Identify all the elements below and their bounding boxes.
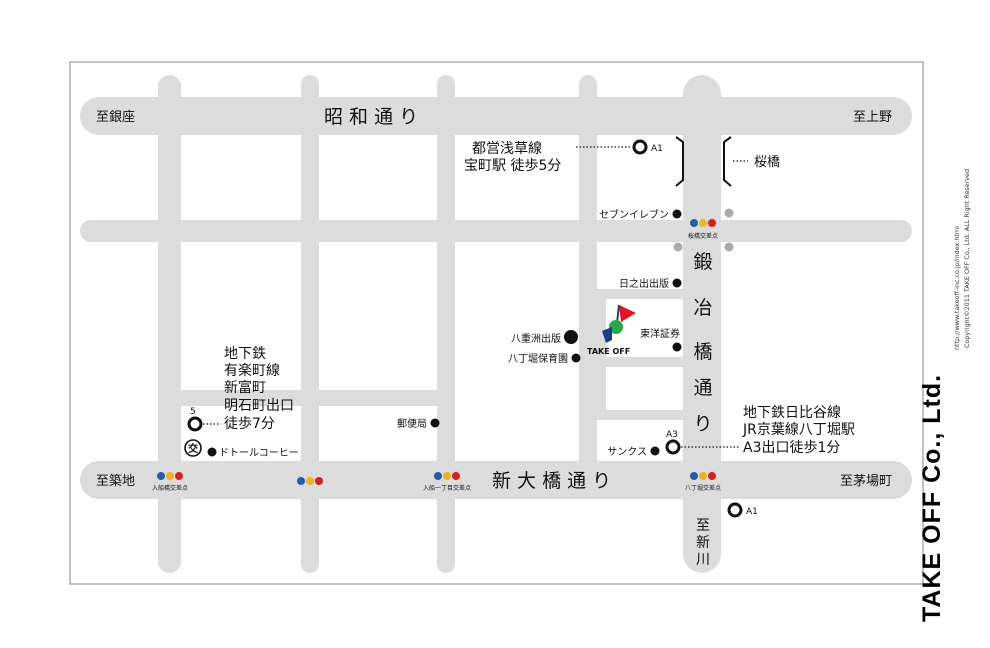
flag-blue-icon (602, 327, 612, 343)
svg-text:八重洲出版: 八重洲出版 (511, 332, 561, 345)
svg-text:入船一丁目交差点: 入船一丁目交差点 (423, 484, 471, 492)
station-exit-icon (632, 139, 648, 155)
landmark-nursery: 八丁堀保育園 (508, 352, 581, 365)
svg-text:鍛: 鍛 (693, 251, 712, 273)
svg-text:日之出出版: 日之出出版 (619, 277, 669, 290)
traffic-signal-irifune-itchome: 入船一丁目交差点 (423, 472, 471, 492)
landmark-sunkus: サンクス (607, 446, 660, 458)
sakurabashi-label: 桜橋 (754, 155, 780, 170)
svg-text:宝町駅 徒歩5分: 宝町駅 徒歩5分 (464, 158, 561, 174)
road-mid-horizontal (80, 220, 912, 242)
svg-text:桜橋交差点: 桜橋交差点 (688, 232, 718, 240)
flag-red-icon (619, 305, 636, 322)
landmark-seven-eleven: セブンイレブン (599, 208, 682, 221)
road-short-horizontal-left (170, 390, 444, 406)
landmark-post-office: 郵便局 (397, 417, 440, 430)
station-exit-icon (187, 416, 203, 432)
take-off-logo: TAKE OFF (587, 304, 636, 356)
svg-text:A1: A1 (651, 144, 663, 154)
svg-text:徒歩7分: 徒歩7分 (224, 416, 275, 432)
traffic-signal-sakurabashi: 桜橋交差点 (688, 219, 718, 240)
svg-text:東洋証券: 東洋証券 (640, 327, 680, 340)
svg-text:都営浅草線: 都営浅草線 (472, 141, 542, 157)
svg-text:橋: 橋 (693, 341, 712, 363)
exit-a1-bottom: A1 (727, 502, 758, 518)
station-exit-icon (665, 439, 681, 455)
svg-text:地下鉄日比谷線: 地下鉄日比谷線 (743, 405, 841, 421)
svg-text:通: 通 (693, 377, 712, 399)
svg-text:至: 至 (696, 518, 710, 534)
yurakucho-line-info: 地下鉄 有楽町線 新富町 明石町出口 徒歩7分 (224, 346, 294, 432)
flag-green-icon (609, 320, 623, 334)
pedestrian-signals (673, 208, 734, 252)
landmark-yaesu-publishing: 八重洲出版 (511, 330, 578, 345)
svg-text:川: 川 (696, 552, 710, 568)
svg-text:A3出口徒歩1分: A3出口徒歩1分 (743, 440, 840, 456)
svg-text:新: 新 (696, 535, 710, 551)
road-network (80, 75, 912, 573)
road-name-shin-ohashi: 新 大 橋 通 り (492, 470, 611, 492)
svg-text:八丁堀保育園: 八丁堀保育園 (508, 352, 568, 365)
direction-ginza: 至銀座 (96, 110, 135, 125)
svg-text:り: り (693, 413, 712, 435)
svg-text:ドトールコーヒー: ドトールコーヒー (219, 447, 299, 459)
company-name: TAKE OFF Co., Ltd. (918, 373, 946, 622)
road-vertical-2 (301, 75, 319, 573)
traffic-signal-irifunebashi: 入船橋交差点 (152, 472, 188, 492)
road-kajibashi-dori (683, 75, 721, 573)
website-url: http://www.takeoff-inc.co.jp/index.html (953, 226, 961, 350)
svg-text:A3: A3 (666, 430, 678, 440)
direction-tsukiji: 至築地 (96, 474, 135, 489)
svg-text:有楽町線: 有楽町線 (224, 363, 280, 379)
svg-text:5: 5 (190, 407, 196, 417)
sakurabashi-bridge (675, 136, 732, 187)
svg-text:セブンイレブン: セブンイレブン (599, 208, 669, 221)
road-name-showa: 昭 和 通 り (324, 106, 418, 128)
svg-text:交: 交 (188, 442, 198, 455)
exit-a3: A3 (665, 430, 740, 455)
traffic-signal-hatchobori: 八丁堀交差点 (685, 472, 721, 492)
svg-text:入船橋交差点: 入船橋交差点 (152, 484, 188, 492)
direction-labels: 至銀座 至上野 至築地 至茅場町 至 新 川 (96, 110, 892, 568)
road-block-1 (588, 289, 692, 299)
road-block-3 (588, 410, 692, 420)
landmark-nichinode: 日之出出版 (619, 277, 682, 290)
svg-text:サンクス: サンクス (607, 446, 647, 458)
asakusa-line-info: 都営浅草線 宝町駅 徒歩5分 A1 (464, 139, 663, 174)
road-left-vertical (158, 75, 181, 573)
svg-text:JR京葉線八丁堀駅: JR京葉線八丁堀駅 (742, 422, 855, 438)
svg-text:郵便局: 郵便局 (397, 417, 427, 430)
svg-text:明石町出口: 明石町出口 (224, 398, 294, 414)
station-exit-icon (727, 502, 743, 518)
direction-ueno: 至上野 (853, 110, 892, 125)
landmark-toyo-securities: 東洋証券 (640, 327, 682, 352)
svg-text:冶: 冶 (693, 297, 712, 319)
svg-text:八丁堀交差点: 八丁堀交差点 (685, 484, 721, 492)
hibiya-line-info: 地下鉄日比谷線 JR京葉線八丁堀駅 A3出口徒歩1分 (742, 405, 855, 456)
road-vertical-3 (437, 75, 455, 573)
svg-text:地下鉄: 地下鉄 (224, 346, 266, 362)
road-block-left (596, 299, 606, 410)
road-showa-dori (80, 97, 912, 135)
road-block-2 (588, 357, 692, 367)
svg-text:A1: A1 (746, 507, 758, 517)
road-name-kajibashi: 鍛 冶 橋 通 り (693, 251, 712, 435)
road-vertical-4 (579, 75, 597, 495)
copyright-text: Copyright©2011 TAKE OFF Co., Ltd. ALL Ri… (963, 168, 971, 348)
landmark-doutor: ドトールコーヒー (207, 447, 299, 459)
direction-kayabacho: 至茅場町 (840, 474, 892, 489)
police-box-icon: 交 (184, 439, 202, 457)
svg-text:TAKE OFF: TAKE OFF (587, 347, 630, 356)
exit-5: 5 (187, 407, 221, 432)
traffic-signal-middle (297, 477, 323, 485)
svg-text:新富町: 新富町 (224, 379, 266, 396)
direction-shinkawa: 至 新 川 (696, 518, 710, 568)
